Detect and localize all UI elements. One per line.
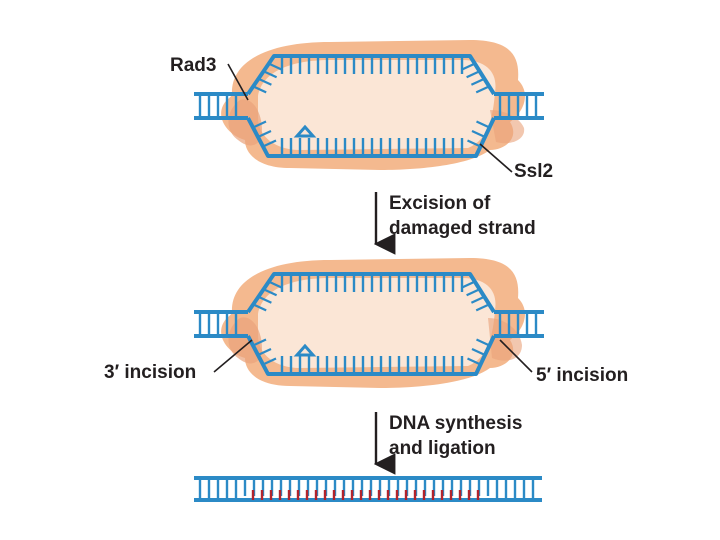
base-stub-upper [252,85,267,94]
base-stub-upper [466,70,481,79]
tfiih-protein-top-inner [258,60,496,150]
excision-step-line1: Excision of [389,193,491,214]
base-stub-lower [257,130,272,138]
incision-5-label: 5′ incision [536,365,629,386]
base-stub-upper [466,288,481,297]
middle-repair-complex [194,258,544,388]
base-stub-lower [467,139,481,148]
base-stub-lower [476,120,490,129]
base-stub-upper [470,77,485,86]
dna-bubble-mid [194,272,544,376]
incision-3-label: 3′ incision [104,362,197,383]
rad3-pointer [227,63,249,101]
base-stub-upper [461,62,476,71]
incision-5-pointer [499,339,533,373]
base-stub-upper [257,295,272,304]
base-stub-upper [263,288,278,297]
excision-step-line2: damaged strand [389,218,536,239]
base-stub-lower [476,338,490,347]
ssl2-pointer [479,143,513,173]
synthesis-step-line1: DNA synthesis [389,413,523,434]
base-stub-upper [470,295,485,304]
base-stub-upper [268,280,283,289]
repaired-dna-duplex [194,476,542,502]
base-stub-lower [471,348,486,356]
base-stub-upper [257,77,272,86]
base-stub-upper [461,280,476,289]
base-stub-upper [252,303,267,312]
base-stub-lower [467,357,481,366]
incision-3-pointer [213,339,253,373]
synthesis-step-line2: and ligation [389,438,496,459]
base-stub-lower [262,139,277,148]
dna-bubble-top [194,54,544,158]
base-stub-lower [471,130,486,138]
base-stub-lower [257,348,272,356]
top-repair-complex [194,40,544,170]
tfiih-protein-mid-inner [258,278,496,368]
base-stub-upper [268,62,283,71]
damage-lesion-mid [293,343,317,357]
base-stub-upper [475,303,490,312]
base-stub-lower [262,357,277,366]
ssl2-label: Ssl2 [514,161,554,182]
damage-lesion-top [293,124,317,138]
rad3-label: Rad3 [170,55,217,76]
base-stub-upper [475,85,490,94]
protein-mid-right-lobe [488,318,522,361]
base-stub-upper [263,70,278,79]
base-stub-lower [252,120,267,129]
base-stub-lower [252,338,267,347]
